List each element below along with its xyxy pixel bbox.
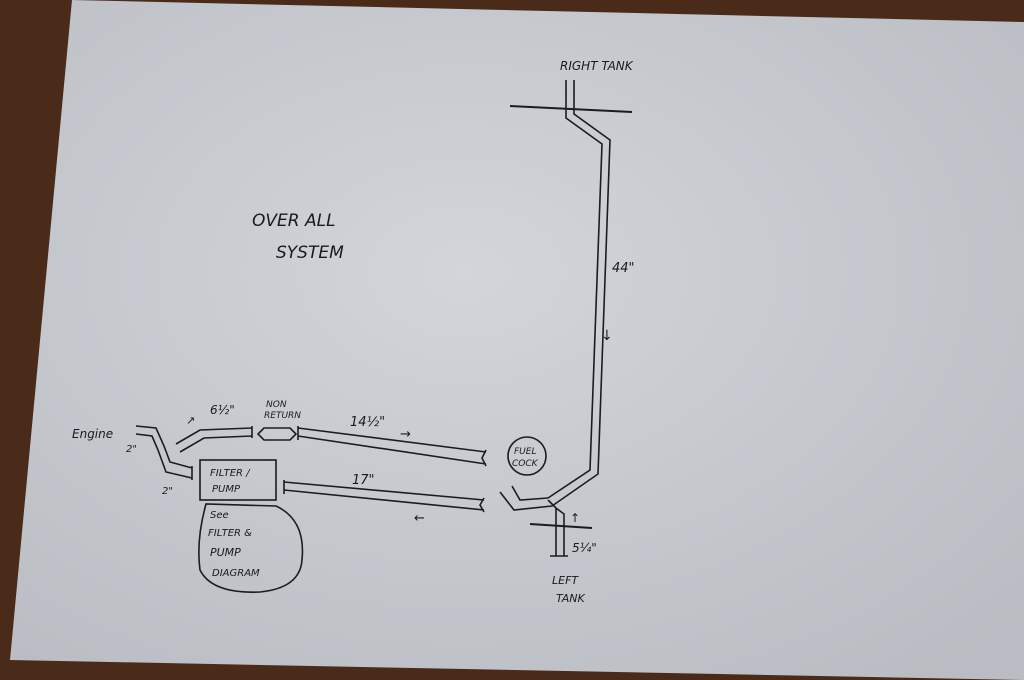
- fuel-cock-label2: COCK: [512, 459, 539, 469]
- left-tank-line: [529, 523, 593, 529]
- flow-arrow-icon: ↗: [186, 414, 195, 427]
- right-tank-pipe-end: [511, 485, 549, 501]
- engine-lower-length: 2": [162, 486, 173, 497]
- fuel-cock-label1: FUEL: [514, 447, 536, 457]
- right-pipe-length: 44": [612, 261, 635, 276]
- left-tank-pipe: [547, 499, 568, 557]
- filter-pump-label2: PUMP: [212, 484, 241, 495]
- upper-pipe: [297, 426, 487, 467]
- right-tank-line: [509, 105, 633, 113]
- non-return-valve: [256, 427, 298, 441]
- engine-label: Engine: [72, 427, 113, 441]
- right-tank-pipe-a: [547, 80, 603, 499]
- right-tank-pipe-b: [499, 80, 611, 511]
- lower-pipe-length: 17": [352, 473, 375, 488]
- flow-down-arrow-icon: ↓: [601, 328, 613, 344]
- fuel-cock: [507, 436, 547, 476]
- right-tank-label: RIGHT TANK: [560, 59, 634, 73]
- upper-pipe-length: 14½": [350, 415, 385, 430]
- see-note-line1: See: [210, 510, 229, 521]
- see-note-line2: FILTER &: [208, 528, 252, 539]
- see-note-bubble: [198, 503, 304, 593]
- see-note-line4: DIAGRAM: [212, 568, 260, 579]
- filter-pump-box: [199, 459, 277, 501]
- non-return-label2: RETURN: [264, 411, 301, 421]
- engine-upper-length: 2": [126, 444, 137, 455]
- short-pipe: [175, 426, 253, 453]
- flow-up-arrow-icon: ↑: [570, 511, 580, 525]
- left-pipe-length: 5¼": [572, 541, 597, 555]
- paper-sheet: [10, 0, 1024, 680]
- flow-right-arrow-icon: →: [400, 427, 411, 442]
- filter-pump-label1: FILTER /: [210, 468, 251, 479]
- left-tank-label1: LEFT: [552, 574, 579, 587]
- lower-pipe: [283, 480, 485, 513]
- engine-elbow: [135, 425, 193, 480]
- flow-left-arrow-icon: ←: [414, 511, 425, 526]
- non-return-label1: NON: [266, 400, 287, 410]
- title-line1: OVER ALL: [252, 211, 336, 231]
- see-note-line3: PUMP: [210, 546, 241, 559]
- title-line2: SYSTEM: [276, 243, 344, 263]
- short-pipe-length: 6½": [210, 403, 235, 417]
- left-tank-label2: TANK: [556, 592, 585, 605]
